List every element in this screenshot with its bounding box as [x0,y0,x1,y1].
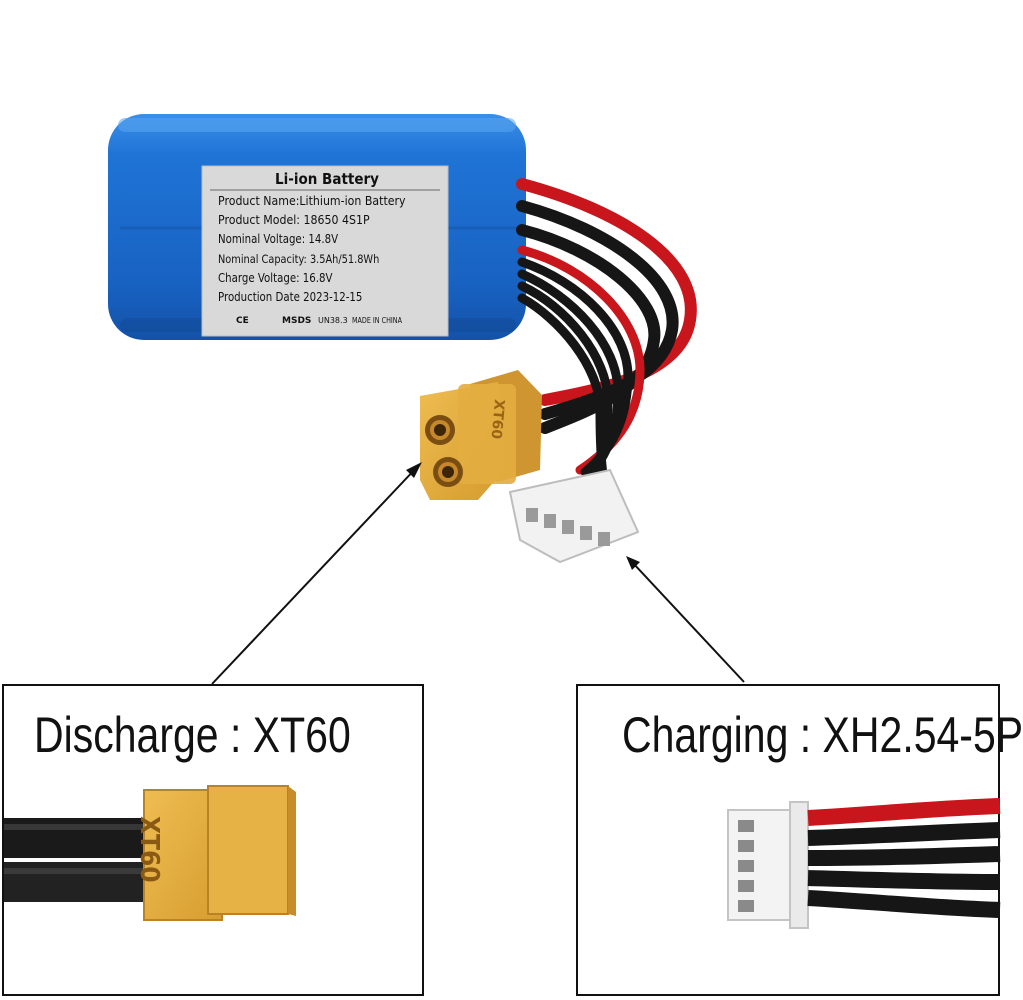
label-line-product-model: Product Model: 18650 4S1P [218,212,370,227]
xt60-connector [420,370,542,500]
discharge-arrow [211,462,422,685]
label-line-nominal-voltage: Nominal Voltage: 14.8V [218,232,339,246]
label-mark-made-in-china: MADE IN CHINA [352,316,402,325]
label-line-product-name: Product Name:Lithium-ion Battery [218,193,406,208]
discharge-connector-image [4,785,296,921]
label-line-charge-voltage: Charge Voltage: 16.8V [218,271,333,285]
label-line-nominal-capacity: Nominal Capacity: 3.5Ah/51.8Wh [218,252,380,266]
label-mark-ce: CE [236,316,249,326]
discharge-title: Discharge : XT60 [34,707,351,763]
xh-plug [508,468,640,564]
charging-title: Charging : XH2.54-5P [622,707,1023,763]
wire-bundle [516,178,697,485]
label-mark-un383: UN38.3 [318,316,348,325]
charging-arrow [626,556,745,683]
battery-product-photo [108,114,745,685]
charging-callout: Charging : XH2.54-5P [576,684,1023,996]
callout-xt60-marking: XT60 [134,816,164,883]
label-line-production-date: Production Date 2023-12-15 [218,290,363,304]
label-mark-msds: MSDS [282,316,312,326]
battery-label [201,165,449,337]
label-header: Li-ion Battery [275,170,379,188]
charging-plug-image [727,798,1001,929]
discharge-callout: Discharge : XT60 XT60 [2,684,424,996]
